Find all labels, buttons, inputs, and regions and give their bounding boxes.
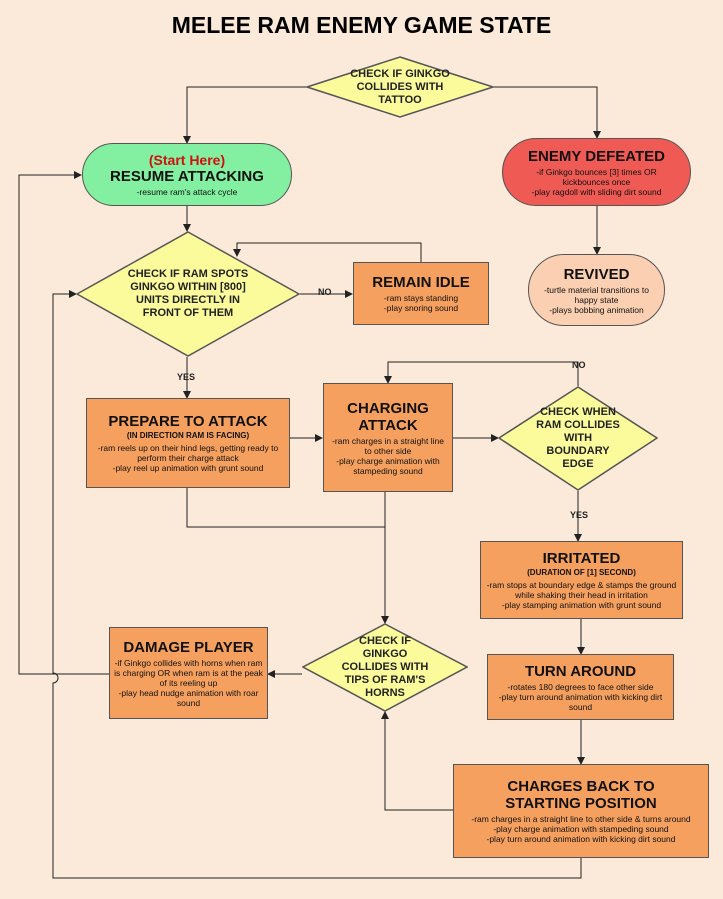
node-title: ENEMY DEFEATED xyxy=(528,147,665,165)
node-title: REVIVED xyxy=(563,265,630,283)
decision-text: CHECK IF GINKGO COLLIDES WITH TIPS OF RA… xyxy=(341,635,429,699)
node-body: -ram stops at boundary edge & stamps the… xyxy=(486,580,677,600)
node-charging-attack: CHARGING ATTACK -ram charges in a straig… xyxy=(323,383,453,492)
node-title: DAMAGE PLAYER xyxy=(123,638,254,656)
edge-label-no: NO xyxy=(318,287,332,297)
node-body: -if Ginkgo bounces [3] times OR kickboun… xyxy=(536,166,657,187)
node-revived: REVIVED -turtle material transitions to … xyxy=(528,254,665,326)
page-title: MELEE RAM ENEMY GAME STATE xyxy=(171,12,552,38)
node-resume-attacking: (Start Here) RESUME ATTACKING -resume ra… xyxy=(82,143,292,206)
node-body: -turtle material transitions to happy st… xyxy=(544,284,649,305)
node-remain-idle: REMAIN IDLE -ram stays standing -play sn… xyxy=(353,262,489,325)
edge-tattoo-to-defeated xyxy=(493,86,601,139)
diamond-shape xyxy=(302,623,468,712)
node-body: -play head nudge animation with roar sou… xyxy=(118,687,259,708)
node-title: REMAIN IDLE xyxy=(372,274,470,291)
node-title: IRRITATED xyxy=(542,550,621,567)
node-irritated: IRRITATED (DURATION OF [1] SECOND) -ram … xyxy=(480,541,683,619)
node-body: -play stamping animation with grunt soun… xyxy=(501,600,662,610)
node-subtitle: (DURATION OF [1] SECOND) xyxy=(527,568,636,577)
decision-check-spots: CHECK IF RAM SPOTS GINKGO WITHIN [800] U… xyxy=(76,231,300,357)
edge-damage-to-resume xyxy=(18,171,109,675)
node-body: -ram charges in a straight line to other… xyxy=(471,814,691,824)
node-damage-player: DAMAGE PLAYER -if Ginkgo collides with h… xyxy=(109,627,268,719)
edge-tattoo-to-resume xyxy=(183,86,307,144)
node-title: RESUME ATTACKING xyxy=(110,168,264,185)
edge-label-yes: YES xyxy=(177,372,196,382)
start-here-label: (Start Here) xyxy=(148,152,226,168)
node-body: -if Ginkgo collides with horns when ram … xyxy=(114,657,263,688)
node-title: TURN AROUND xyxy=(524,662,637,680)
decision-text: CHECK WHEN RAM COLLIDES WITH BOUNDARY ED… xyxy=(536,406,620,470)
edge-bottom-loop xyxy=(52,290,582,879)
node-body: -play turn around animation with kicking… xyxy=(486,834,676,844)
decision-check-tattoo: CHECK IF GINKGO COLLIDES WITH TATTOO xyxy=(306,56,494,118)
decision-check-horns: CHECK IF GINKGO COLLIDES WITH TIPS OF RA… xyxy=(302,623,468,712)
node-charges-back: CHARGES BACK TO STARTING POSITION -ram c… xyxy=(453,764,709,858)
diamond-shape xyxy=(498,386,658,491)
node-subtitle: (IN DIRECTION RAM IS FACING) xyxy=(126,431,250,440)
node-title: CHARGING ATTACK xyxy=(347,399,429,434)
node-body: -play turn around animation with kicking… xyxy=(498,691,663,712)
edge-chargesback-to-horns xyxy=(381,711,453,811)
diamond-shape xyxy=(76,231,300,357)
node-turn-around: TURN AROUND -rotates 180 degrees to face… xyxy=(487,654,674,720)
node-title: CHARGES BACK TO STARTING POSITION xyxy=(505,778,657,812)
decision-text: CHECK IF RAM SPOTS GINKGO WITHIN [800] U… xyxy=(127,268,249,319)
node-body: -rotates 180 degrees to face other side xyxy=(507,681,654,692)
node-body: -play charge animation with stampeding s… xyxy=(336,455,440,476)
node-body: -play charge animation with stampeding s… xyxy=(493,824,669,834)
node-body: -resume ram's attack cycle xyxy=(136,187,238,197)
diamond-shape xyxy=(306,56,494,118)
edge-idle-loop xyxy=(233,242,422,262)
node-body: -ram reels up on their hind legs, gettin… xyxy=(97,443,279,463)
node-body: -play snoring sound xyxy=(383,303,459,313)
node-title: PREPARE TO ATTACK xyxy=(108,413,268,430)
decision-check-boundary: CHECK WHEN RAM COLLIDES WITH BOUNDARY ED… xyxy=(498,386,658,491)
edge-boundary-no-loop xyxy=(384,361,579,386)
edge-label-yes: YES xyxy=(570,510,589,520)
edge-prepare-down xyxy=(186,488,385,528)
edge-label-no: NO xyxy=(572,360,586,370)
node-body: -play ragdoll with sliding dirt sound xyxy=(531,186,662,197)
decision-text: CHECK IF GINKGO COLLIDES WITH TATTOO xyxy=(350,67,450,106)
node-body: -play reel up animation with grunt sound xyxy=(112,463,264,473)
node-body: -ram stays standing xyxy=(383,293,459,303)
node-body: -ram charges in a straight line to other… xyxy=(332,435,444,456)
node-prepare-to-attack: PREPARE TO ATTACK (IN DIRECTION RAM IS F… xyxy=(86,398,290,488)
node-body: -plays bobbing animation xyxy=(549,304,644,315)
node-enemy-defeated: ENEMY DEFEATED -if Ginkgo bounces [3] ti… xyxy=(502,138,691,206)
